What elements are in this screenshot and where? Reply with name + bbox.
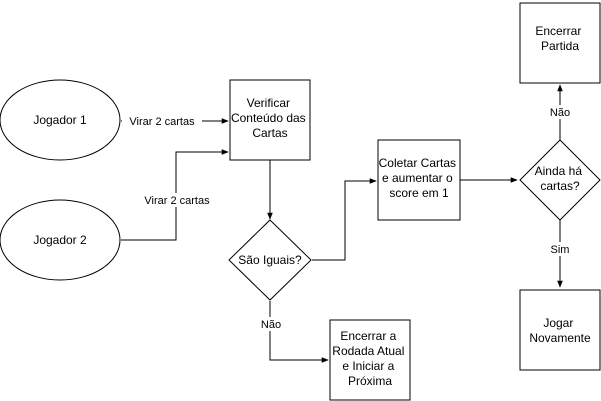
node-sao-iguais	[228, 219, 312, 301]
edge-label-bg	[260, 317, 282, 331]
edge-saoiguais-coletar	[312, 178, 377, 261]
node-coletar	[377, 139, 461, 221]
edge-label-virar-1: Virar 2 cartas	[129, 116, 195, 128]
edge-label-bg	[122, 114, 202, 128]
node-ainda-ha-cartas-label: Ainda há cartas?	[535, 164, 586, 193]
node-jogar-novamente	[519, 289, 601, 371]
node-encerrar-partida	[519, 2, 601, 84]
edge-label-bg	[549, 105, 571, 119]
edge-label-bg	[137, 193, 217, 207]
edge-label-nao-partida: Não	[550, 107, 570, 119]
node-encerrar-rodada-label: Encerrar a Rodada Atual e Iniciar a Próx…	[332, 329, 407, 388]
edge-label-bg	[549, 242, 571, 256]
node-sao-iguais-label: São Iguais?	[238, 253, 302, 267]
node-encerrar-rodada	[329, 319, 411, 401]
edge-label-nao-rodada: Não	[261, 319, 281, 331]
node-encerrar-partida-label: Encerrar Partida	[535, 24, 584, 53]
node-verificar-label: Verificar Conteúdo das Cartas	[231, 96, 309, 140]
node-jogador1	[0, 79, 121, 161]
node-ainda-ha-cartas	[519, 139, 601, 221]
node-verificar	[229, 79, 311, 161]
node-jogador2	[0, 199, 121, 281]
node-jogador2-label: Jogador 2	[33, 233, 87, 247]
node-coletar-label: Coletar Cartas e aumentar o score em 1	[379, 156, 460, 200]
node-jogador1-label: Jogador 1	[33, 113, 87, 127]
edge-label-sim: Sim	[551, 244, 570, 256]
node-jogar-novamente-label: Jogar Novamente	[529, 316, 591, 345]
edge-label-virar-2: Virar 2 cartas	[144, 195, 210, 207]
